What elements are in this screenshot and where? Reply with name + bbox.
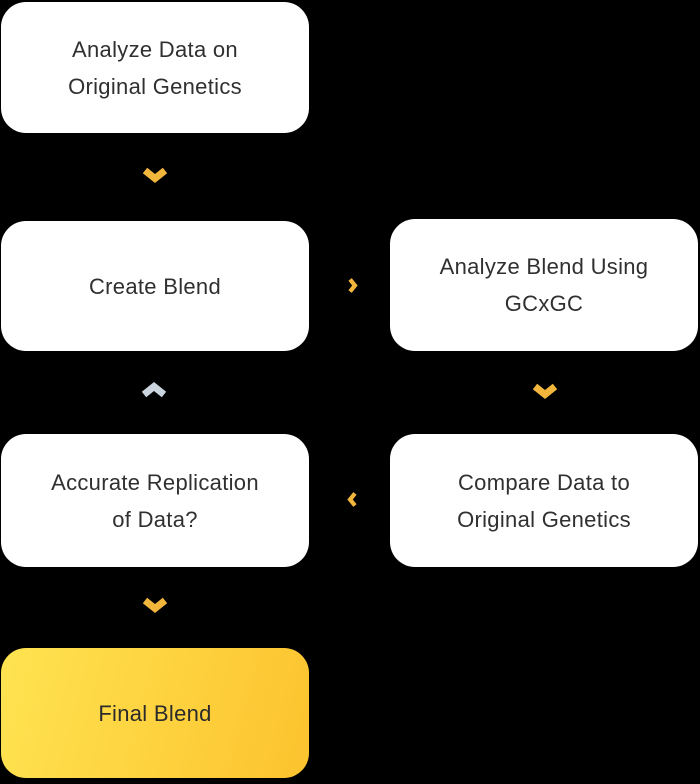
- node-label-line: Analyze Data on: [72, 36, 238, 62]
- chevron-down-icon: [141, 596, 169, 613]
- chevron-stroke: [141, 382, 167, 398]
- chevron-stroke: [142, 167, 168, 183]
- node-label-line: Original Genetics: [68, 73, 242, 99]
- node-label-line: Original Genetics: [457, 506, 631, 532]
- chevron-stroke: [142, 597, 168, 613]
- flow-node-final-blend: Final Blend: [1, 648, 309, 778]
- node-label-line: GCxGC: [504, 291, 584, 316]
- chevron-right-icon: [344, 271, 361, 299]
- node-label-line: Compare Data to: [457, 469, 631, 495]
- node-label-line: of Data?: [112, 506, 198, 532]
- node-label-line: Accurate Replication: [51, 469, 259, 495]
- chevron-stroke: [532, 383, 558, 399]
- chevron-up-icon: [140, 382, 168, 399]
- flow-node-analyze-data: Analyze Data on Original Genetics: [1, 2, 309, 133]
- chevron-down-icon: [531, 382, 559, 399]
- flow-node-analyze-blend: Analyze Blend Using GCxGC: [390, 219, 698, 351]
- chevron-stroke: [347, 491, 357, 507]
- node-label-line: Create Blend: [88, 273, 221, 299]
- node-label-line: Final Blend: [98, 700, 212, 726]
- node-label-line: Analyze Blend Using: [439, 254, 649, 279]
- flow-node-compare-data: Compare Data to Original Genetics: [390, 434, 698, 567]
- chevron-down-icon: [141, 166, 169, 183]
- flow-node-create-blend: Create Blend: [1, 221, 309, 351]
- chevron-stroke: [348, 277, 358, 293]
- flow-node-accurate-replication: Accurate Replication of Data?: [1, 434, 309, 567]
- chevron-left-icon: [344, 485, 361, 513]
